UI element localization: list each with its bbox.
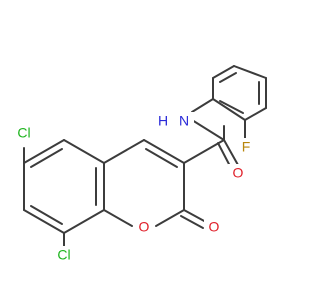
bond [223, 139, 239, 166]
fluorine-label: F [242, 139, 251, 155]
bond [63, 209, 105, 234]
bond [244, 107, 267, 121]
bond-inner [219, 72, 237, 83]
bond [191, 98, 214, 113]
bond [103, 139, 145, 164]
bond [155, 209, 185, 227]
amide-hydrogen-label: H [158, 113, 168, 129]
amide-nitrogen-label: N [179, 113, 189, 129]
bond [180, 215, 204, 229]
bond [217, 142, 232, 169]
bond-inner [30, 205, 63, 225]
bond [63, 139, 105, 164]
structure-canvas: Cl Cl O O O N H F [9, 65, 267, 266]
bond [103, 209, 133, 227]
bond-inner [219, 100, 244, 114]
bond [212, 98, 246, 121]
ring-oxygen-label: O [139, 219, 150, 235]
amide-oxygen-label: O [233, 165, 244, 181]
bonds [23, 65, 267, 251]
chlorine-8-label: Cl [57, 247, 70, 263]
bond [191, 119, 225, 141]
bond [143, 139, 185, 164]
molecule-structure: Cl Cl O O O N H F [9, 65, 267, 266]
lactone-oxygen-label: O [209, 219, 220, 235]
chlorine-6-label: Cl [17, 125, 30, 141]
bond-inner [145, 148, 178, 168]
bond [212, 65, 235, 79]
bond [23, 209, 65, 234]
bond-inner [30, 148, 63, 168]
bond [23, 139, 65, 164]
bond [183, 209, 207, 223]
bond [233, 65, 267, 79]
atom-labels: Cl Cl O O O N H F [9, 112, 255, 266]
